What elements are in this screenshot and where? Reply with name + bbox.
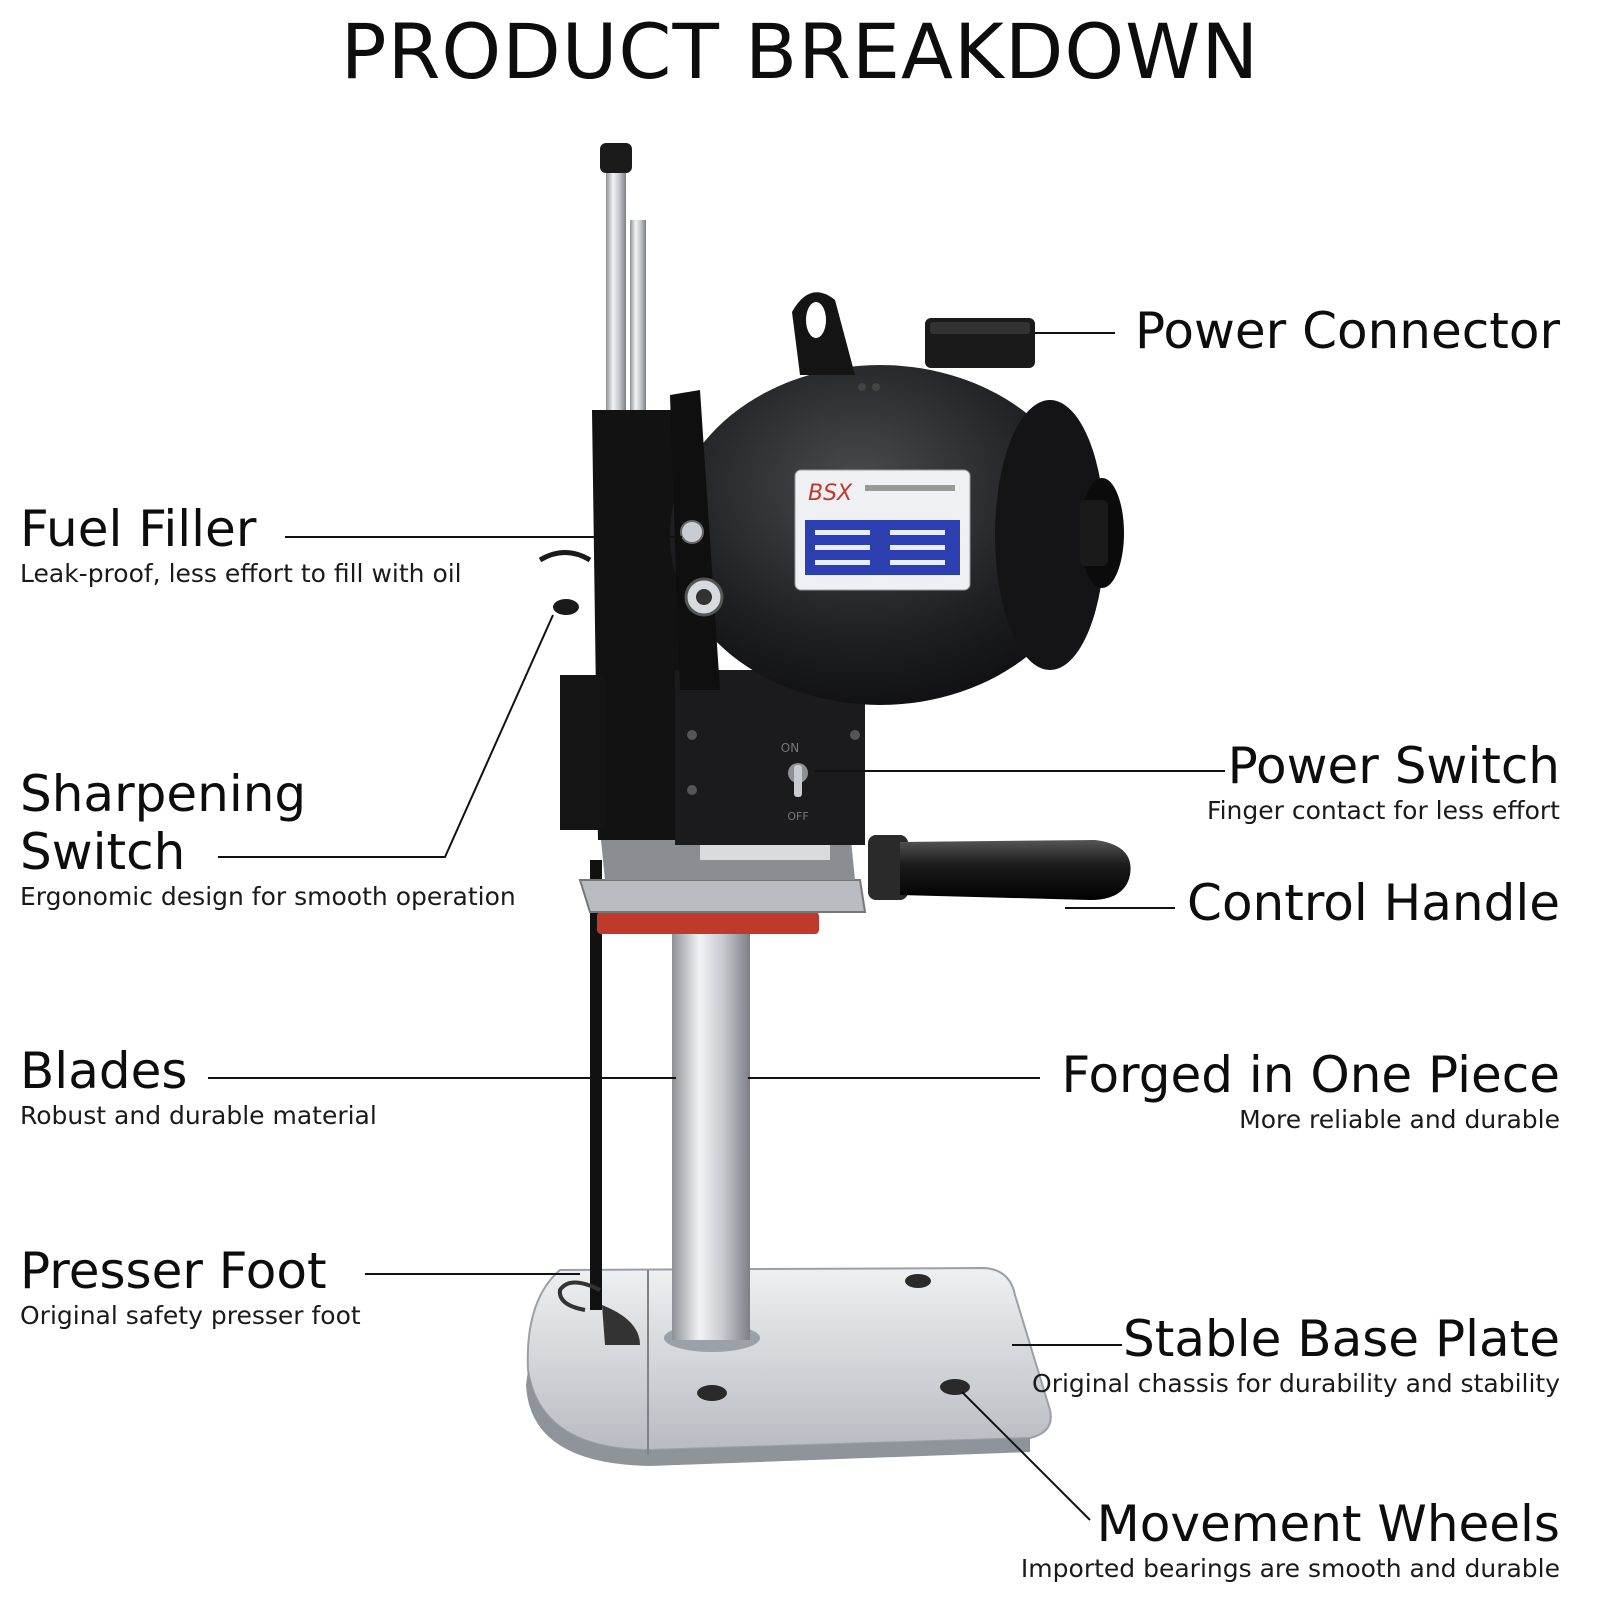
callout-stable-base-plate: Stable Base Plate Original chassis for d… bbox=[1032, 1310, 1560, 1400]
callout-forged-one-piece: Forged in One Piece More reliable and du… bbox=[1061, 1046, 1560, 1136]
blade bbox=[590, 860, 602, 1310]
desc-movement-wheels: Imported bearings are smooth and durable bbox=[1020, 1554, 1560, 1583]
callout-control-handle: Control Handle bbox=[1187, 874, 1560, 932]
desc-power-switch: Finger contact for less effort bbox=[1207, 796, 1560, 825]
label-sharpening-switch-line1: Sharpening bbox=[20, 765, 307, 823]
base-plate bbox=[526, 1266, 1052, 1466]
label-presser-foot: Presser Foot bbox=[20, 1242, 327, 1300]
switch-off-text: OFF bbox=[787, 810, 808, 823]
callout-movement-wheels: Movement Wheels Imported bearings are sm… bbox=[1021, 1495, 1560, 1585]
motor-housing: BSX bbox=[670, 292, 1124, 705]
desc-forged-one-piece: More reliable and durable bbox=[1239, 1105, 1560, 1134]
wheel-hole-2 bbox=[697, 1385, 727, 1401]
control-handle bbox=[868, 835, 1131, 900]
callout-power-switch: Power Switch Finger contact for less eff… bbox=[1207, 737, 1560, 827]
sharpening-lever bbox=[538, 550, 592, 563]
power-switch-toggle: ON OFF bbox=[781, 741, 809, 823]
desc-stable-base-plate: Original chassis for durability and stab… bbox=[1032, 1369, 1560, 1398]
desc-fuel-filler: Leak-proof, less effort to fill with oil bbox=[20, 559, 462, 588]
leader-sharpening-switch bbox=[218, 614, 554, 858]
leader-movement-wheels bbox=[961, 1391, 1091, 1521]
wheel-hole-3 bbox=[940, 1379, 970, 1395]
presser-plate bbox=[597, 912, 819, 934]
callout-presser-foot: Presser Foot Original safety presser foo… bbox=[20, 1242, 361, 1332]
label-sharpening-switch-line2: Switch bbox=[20, 823, 186, 881]
label-stable-base-plate: Stable Base Plate bbox=[1123, 1310, 1560, 1368]
desc-blades: Robust and durable material bbox=[20, 1101, 377, 1130]
desc-presser-foot: Original safety presser foot bbox=[20, 1301, 361, 1330]
leader-lines bbox=[208, 332, 1225, 1521]
brand-logo-text: BSX bbox=[808, 481, 853, 506]
column bbox=[672, 915, 750, 1340]
label-control-handle: Control Handle bbox=[1187, 874, 1560, 932]
label-movement-wheels: Movement Wheels bbox=[1096, 1495, 1560, 1553]
switch-on-text: ON bbox=[781, 741, 799, 755]
label-forged-one-piece: Forged in One Piece bbox=[1061, 1046, 1560, 1104]
callout-power-connector: Power Connector bbox=[1135, 302, 1560, 360]
label-fuel-filler: Fuel Filler bbox=[20, 500, 257, 558]
desc-sharpening-switch: Ergonomic design for smooth operation bbox=[20, 882, 516, 911]
label-power-connector: Power Connector bbox=[1135, 302, 1560, 360]
label-blades: Blades bbox=[20, 1042, 188, 1100]
callout-fuel-filler: Fuel Filler Leak-proof, less effort to f… bbox=[20, 500, 462, 590]
label-power-switch: Power Switch bbox=[1227, 737, 1560, 795]
guide-rods bbox=[600, 143, 646, 415]
page-title: PRODUCT BREAKDOWN bbox=[340, 7, 1260, 96]
fuel-filler-cap bbox=[680, 520, 704, 544]
callout-sharpening-switch: Sharpening Switch Ergonomic design for s… bbox=[20, 765, 516, 913]
callout-blades: Blades Robust and durable material bbox=[20, 1042, 377, 1132]
wheel-hole-1 bbox=[905, 1274, 931, 1288]
